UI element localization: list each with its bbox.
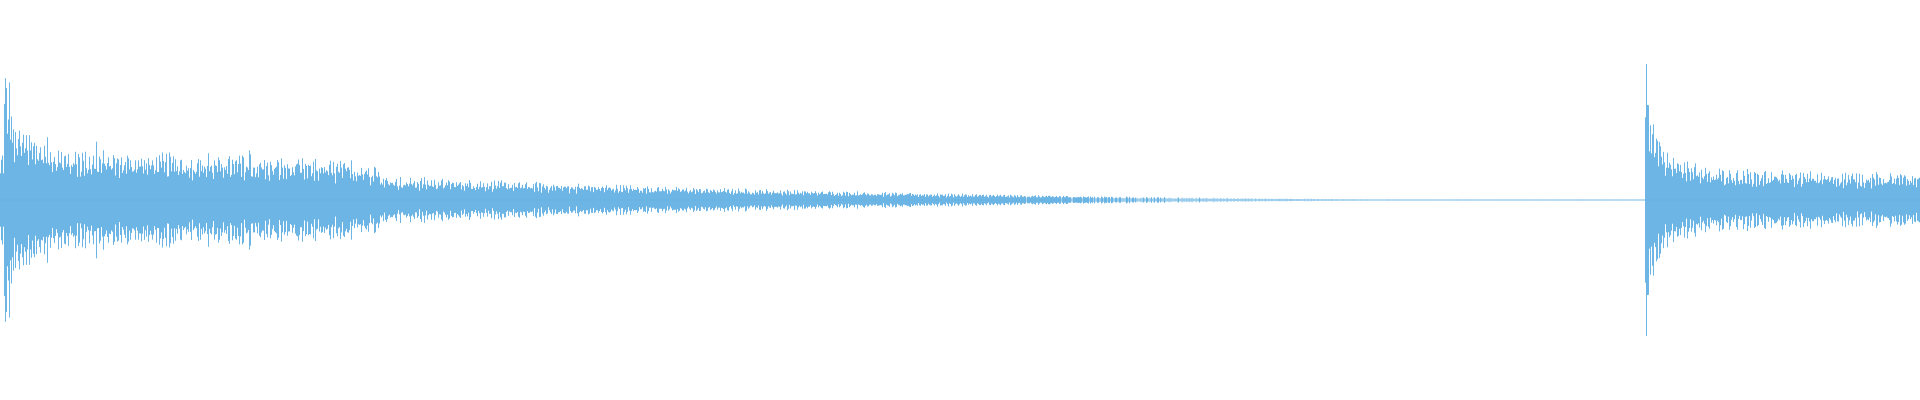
waveform-bars (0, 64, 1920, 336)
